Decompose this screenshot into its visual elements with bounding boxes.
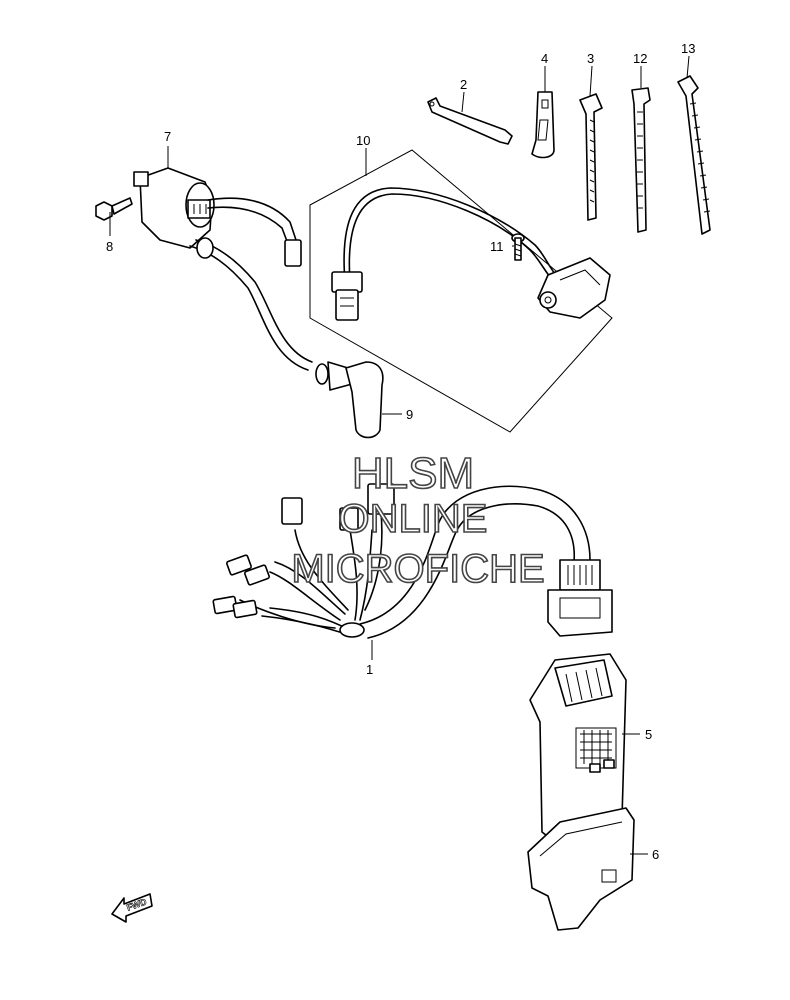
callout-2: 2: [460, 77, 467, 92]
part-3-cable-tie[interactable]: [579, 93, 603, 221]
callout-13: 13: [681, 41, 695, 56]
callout-11: 11: [490, 239, 504, 254]
kit-outline-box: [309, 149, 613, 433]
part-6-cdi-holder[interactable]: [527, 807, 635, 931]
callout-leaders: [109, 55, 690, 855]
part-11-screw[interactable]: [511, 233, 525, 261]
callout-3: 3: [587, 51, 594, 66]
part-8-bolt[interactable]: [95, 197, 133, 221]
part-12-cable-tie[interactable]: [631, 87, 651, 233]
callout-1: 1: [366, 662, 373, 677]
callout-12: 12: [633, 51, 647, 66]
watermark-line-1: HLSM: [352, 449, 474, 498]
part-7-ignition-coil[interactable]: [133, 167, 313, 371]
watermark-line-3: MICROFICHE: [291, 547, 544, 591]
part-13-cable-tie[interactable]: [677, 75, 711, 235]
callout-4: 4: [541, 51, 548, 66]
callout-6: 6: [652, 847, 659, 862]
part-1-main-harness[interactable]: [212, 483, 613, 639]
callout-9: 9: [406, 407, 413, 422]
callout-5: 5: [645, 727, 652, 742]
callout-7: 7: [164, 129, 171, 144]
callout-10: 10: [356, 133, 370, 148]
fwd-arrow-icon: FWD: [111, 893, 153, 923]
part-2-bracket[interactable]: [427, 97, 513, 145]
part-9-plug-cap[interactable]: [315, 361, 384, 439]
part-4-clamp[interactable]: [531, 91, 555, 159]
callout-8: 8: [106, 239, 113, 254]
part-10-sensor-harness[interactable]: [331, 187, 611, 321]
watermark-line-2: ONLINE: [339, 497, 488, 541]
